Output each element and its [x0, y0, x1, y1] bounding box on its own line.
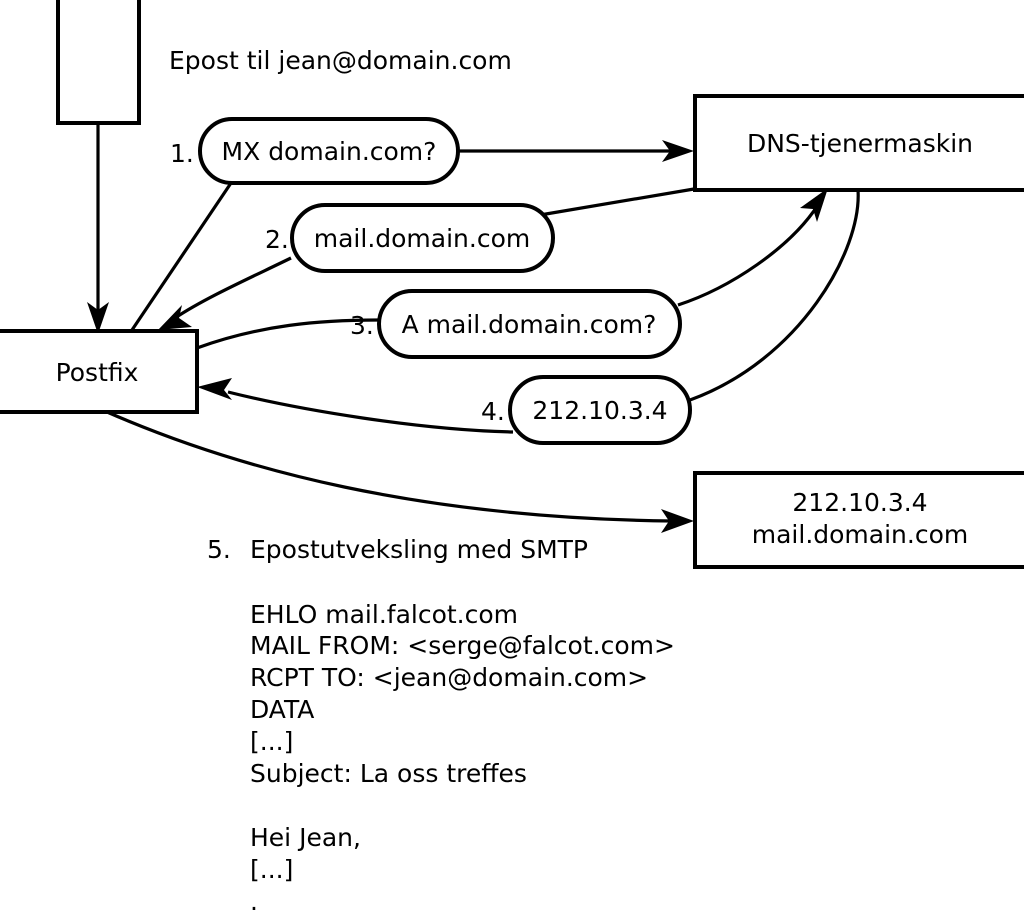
smtp-line: Subject: La oss treffes [250, 759, 527, 788]
step-3-label: A mail.domain.com? [402, 310, 657, 339]
edge-step2-to-postfix [158, 256, 292, 330]
step-1-group: 1. MX domain.com? [170, 117, 460, 185]
smtp-line: MAIL FROM: <serge@falcot.com> [250, 631, 675, 660]
smtp-line: . [250, 887, 258, 916]
smtp-line: RCPT TO: <jean@domain.com> [250, 663, 648, 692]
node-client-box [56, 0, 141, 125]
step-1-label: MX domain.com? [222, 137, 437, 166]
step-2-group: 2. mail.domain.com [265, 203, 555, 273]
mailserver-box-hostname: mail.domain.com [752, 520, 968, 549]
edge-dns-to-step4 [689, 189, 860, 402]
edge-postfix-to-step3 [196, 318, 379, 350]
step-2-number: 2. [265, 225, 289, 254]
step-3-pill [377, 289, 682, 359]
mailserver-box-ip: 212.10.3.4 [792, 488, 927, 517]
edge-client-to-postfix [87, 123, 109, 334]
step-5-number: 5. [207, 535, 231, 564]
edge-postfix-to-step1 [130, 182, 233, 331]
step-1-pill [198, 117, 460, 185]
edge-step1-to-dns [458, 140, 694, 162]
edge-dns-to-step2 [539, 187, 695, 217]
step-4-pill [508, 375, 692, 445]
smtp-line: EHLO mail.falcot.com [250, 600, 518, 629]
node-dns-box: DNS-tjenermaskin [693, 94, 1024, 192]
step-4-group: 4. 212.10.3.4 [481, 375, 692, 445]
step-5-label: Epostutveksling med SMTP [250, 535, 588, 564]
dns-box-label: DNS-tjenermaskin [747, 129, 973, 158]
smtp-line: [...] [250, 855, 293, 884]
postfix-box-label: Postfix [56, 358, 139, 387]
email-caption: Epost til jean@domain.com [169, 46, 512, 75]
smtp-line: DATA [250, 695, 314, 724]
step-2-label: mail.domain.com [314, 224, 530, 253]
step-4-label: 212.10.3.4 [532, 396, 667, 425]
node-mailserver-box: 212.10.3.4 mail.domain.com [693, 471, 1024, 569]
node-postfix-box: Postfix [0, 329, 199, 414]
step-3-number: 3. [350, 311, 374, 340]
edge-step4-to-postfix [197, 378, 514, 434]
edge-step3-to-dns [677, 188, 828, 307]
edge-postfix-to-mailserver [106, 410, 694, 533]
smtp-line: Hei Jean, [250, 823, 361, 852]
step-3-group: 3. A mail.domain.com? [350, 289, 682, 359]
smtp-line: [...] [250, 727, 293, 756]
smtp-transcript: EHLO mail.falcot.com MAIL FROM: <serge@f… [250, 600, 675, 916]
step-2-pill [290, 203, 555, 273]
step-1-number: 1. [170, 139, 194, 168]
step-4-number: 4. [481, 397, 505, 426]
